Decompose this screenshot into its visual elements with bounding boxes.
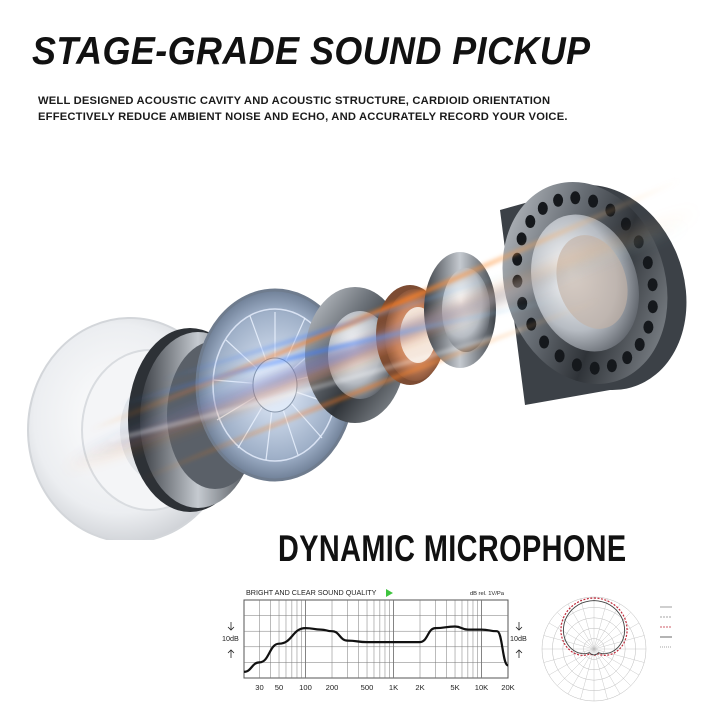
grille-hole [589,361,600,375]
left-db-label: 10dB [222,634,239,643]
x-tick-label: 10K [475,683,489,692]
right-db-label: 10dB [510,634,527,643]
chart-title: BRIGHT AND CLEAR SOUND QUALITY [246,588,377,597]
grille-hole [516,232,527,246]
x-tick-label: 200 [326,683,339,692]
polar-spoke [593,635,645,650]
grille-hole [643,320,654,334]
grille-hole [512,252,523,266]
headline: STAGE-GRADE SOUND PICKUP [32,30,591,73]
chart-unit: dB rel. 1V/Pa [470,591,505,597]
polar-spoke [593,648,608,700]
polar-spoke [593,648,645,663]
polar-pattern-chart [541,596,672,702]
x-tick-labels: 30 50 100 200 500 1K 2K 5K 10K 20K [255,683,514,692]
polar-spoke [580,648,595,700]
sound-streaks [57,178,703,482]
description-line-1: WELL DESIGNED ACOUSTIC CAVITY AND ACOUST… [38,95,551,107]
polar-spoke [567,648,595,695]
polar-spoke [567,603,595,650]
x-tick-label: 30 [255,683,263,692]
polar-curve-secondary [562,600,626,656]
grille-hole [588,194,599,208]
grille-hole [537,201,548,215]
polar-spoke [593,598,608,650]
microphone-capsule-illustration [27,178,703,540]
polar-spoke [580,598,595,650]
x-tick-label: 500 [361,683,374,692]
grille-hole [647,300,658,314]
x-tick-label: 5K [450,683,459,692]
polar-spoke [593,648,631,686]
grille-hole [622,351,633,365]
polar-spoke [593,622,640,650]
grille-hole [554,349,565,363]
grille-hole [647,278,658,292]
description-line-2: EFFECTIVELY REDUCE AMBIENT NOISE AND ECH… [38,111,568,123]
x-tick-label: 2K [415,683,424,692]
polar-spoke [557,612,595,650]
play-arrow-icon [386,589,393,597]
grille-hole [539,335,550,349]
x-tick-label: 20K [501,683,515,692]
section-title: DYNAMIC MICROPHONE [278,528,627,569]
grille-hole [571,358,582,372]
grille-hole [606,359,617,373]
chart-grid [244,600,508,678]
db-scale-arrows [227,622,523,658]
grille-hole [634,338,645,351]
grille-hole [620,217,631,231]
x-tick-label: 50 [275,683,283,692]
polar-legend [660,606,672,648]
x-tick-label: 100 [299,683,312,692]
grille-hole [553,193,564,207]
polar-spoke [593,603,621,650]
grille-hole [525,215,536,228]
polar-spoke [593,612,631,650]
description: WELL DESIGNED ACOUSTIC CAVITY AND ACOUST… [38,93,568,125]
frequency-response-chart: BRIGHT AND CLEAR SOUND QUALITY dB rel. 1… [222,588,527,692]
plot-frame [243,599,509,679]
grille-hole [570,191,581,205]
polar-spoke [543,635,595,650]
polar-spoke [548,622,595,650]
grille-hole [642,256,653,270]
response-curve [243,625,510,673]
polar-spoke [543,648,595,663]
x-tick-label: 1K [389,683,398,692]
polar-spoke [593,648,621,695]
polar-grid [541,596,647,702]
